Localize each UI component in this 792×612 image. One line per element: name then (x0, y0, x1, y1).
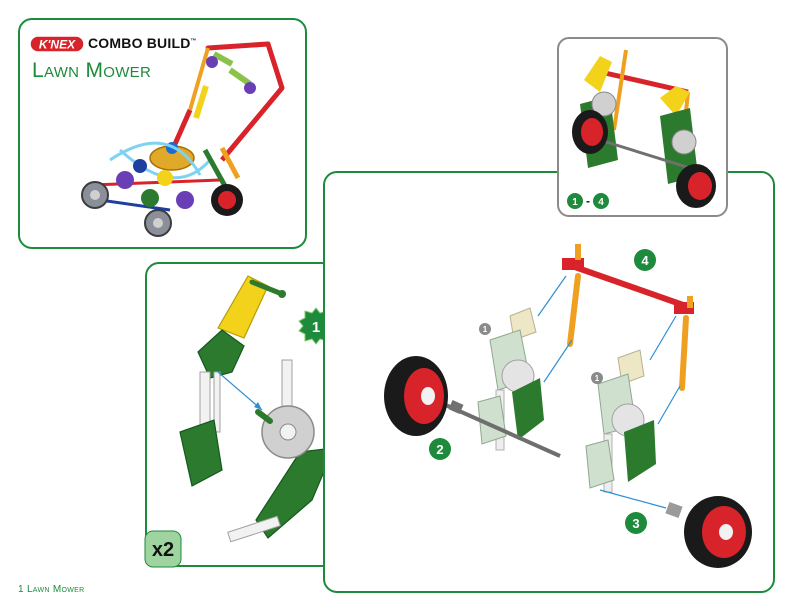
reference-badge-left: 1 (479, 323, 491, 335)
range-start: 1 (572, 197, 578, 208)
knex-logo-graphic: K'NEX (29, 35, 85, 53)
knex-logo: K'NEX (29, 34, 87, 54)
axle-rod (429, 396, 561, 458)
mower-deck (91, 141, 241, 212)
step-4-number: 4 (641, 253, 649, 268)
multiplier-badge: x2 (144, 530, 182, 568)
right-wheel (665, 496, 752, 568)
green-lower-connector (179, 419, 335, 539)
assembly-arrows (537, 275, 681, 509)
step-4-badge: 4 (634, 249, 656, 271)
model-name: Lawn Mower (32, 59, 152, 82)
left-wheel (384, 356, 448, 436)
reference-right-number: 1 (595, 374, 600, 383)
trademark-mark: ™ (190, 38, 197, 45)
step-1-number: 1 (312, 319, 320, 336)
mower-wheels (81, 181, 243, 237)
step-2-badge: 2 (429, 438, 451, 460)
multiplier-text: x2 (152, 539, 174, 561)
range-end: 4 (598, 197, 604, 208)
left-side-assembly (477, 307, 544, 451)
series-title: COMBO BUILD™ (88, 35, 197, 51)
step-3-badge: 3 (625, 512, 647, 534)
right-side-assembly (585, 349, 656, 493)
reference-badge-right: 1 (591, 372, 603, 384)
step-3-number: 3 (632, 516, 639, 531)
page-footer: 1 Lawn Mower (18, 584, 85, 595)
green-upper-connector (197, 329, 245, 433)
series-title-text: COMBO BUILD (88, 35, 191, 51)
yellow-half-connector (217, 275, 286, 339)
range-separator: - (586, 194, 590, 208)
step-2-number: 2 (436, 442, 443, 457)
white-rod-and-hub (227, 359, 315, 543)
assembly-arrow (217, 371, 263, 411)
step-range-badge: 1 - 4 (567, 193, 609, 209)
arrow-head (254, 402, 262, 410)
red-top-frame (562, 244, 694, 314)
orange-posts (567, 273, 689, 391)
overview-wheels (572, 110, 716, 208)
knex-logo-text: K'NEX (39, 38, 76, 52)
reference-left-number: 1 (483, 325, 488, 334)
